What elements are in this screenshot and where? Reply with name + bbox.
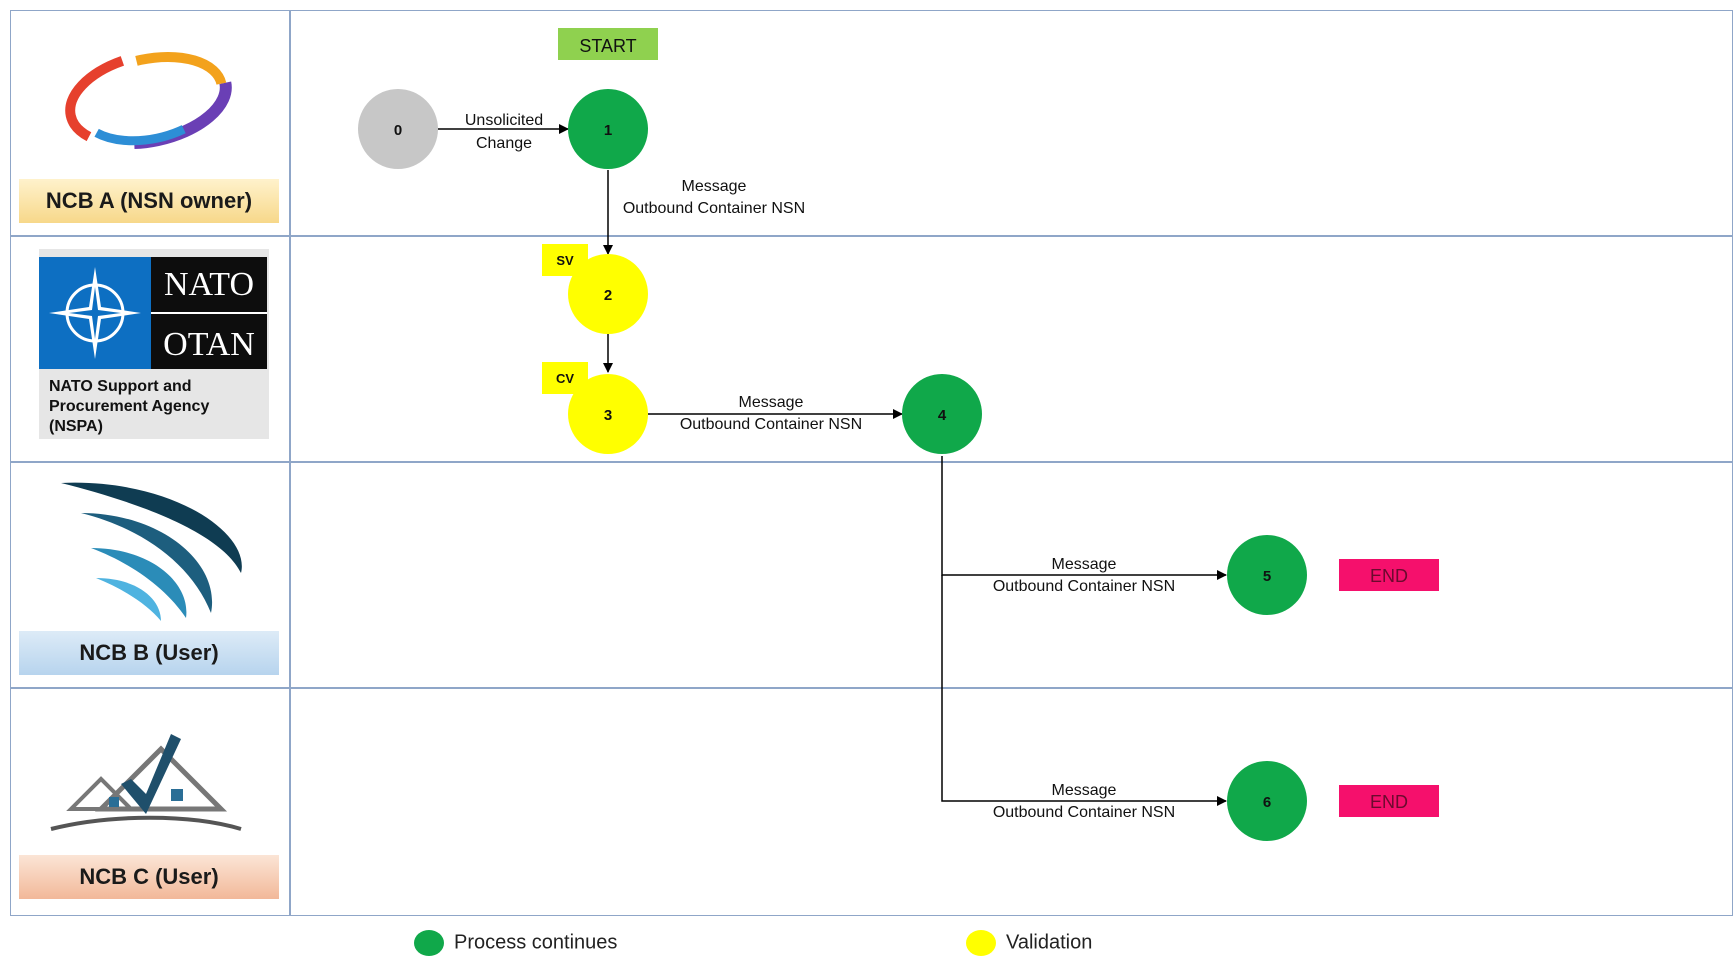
end-badge-5-label: END	[1370, 566, 1408, 586]
lane-ncb-a: NCB A (NSN owner)	[10, 10, 1733, 236]
lane-header-ncb-c: NCB C (User)	[11, 689, 291, 915]
node-4	[902, 374, 982, 454]
node-6	[1227, 761, 1307, 841]
legend-process-label: Process continues	[454, 931, 618, 954]
nato-logo-bottom-text: OTAN	[163, 326, 255, 363]
start-badge	[558, 28, 658, 60]
legend-validation-dot	[966, 930, 996, 956]
end-badge-6	[1339, 785, 1439, 817]
node-3-label: 3	[604, 407, 612, 424]
lane-header-ncb-a: NCB A (NSN owner)	[11, 11, 291, 235]
nato-logo-top-text: NATO	[164, 266, 254, 303]
lane-ncb-c: NCB C (User)	[10, 688, 1733, 916]
start-badge-label: START	[579, 36, 636, 56]
end-badge-6-label: END	[1370, 792, 1408, 812]
edge-3-4-label-line2: Outbound Container NSN	[680, 416, 862, 433]
node-6-label: 6	[1263, 794, 1271, 811]
lane-ncb-b: NCB B (User)	[10, 462, 1733, 688]
lane-header-ncb-b: NCB B (User)	[11, 463, 291, 687]
edge-1-2-label-line2: Outbound Container NSN	[623, 200, 805, 217]
ncb-b-logo	[61, 482, 242, 621]
node-0	[358, 89, 438, 169]
legend-validation-label: Validation	[1006, 931, 1093, 954]
node-0-label: 0	[394, 122, 402, 139]
edge-0-1-label-line2: Change	[476, 135, 532, 152]
legend-process-dot	[414, 930, 444, 956]
edge-4-6-label-line1: Message	[1052, 782, 1117, 799]
node-5-label: 5	[1263, 568, 1271, 585]
legend-validation: Validation	[966, 930, 1092, 956]
lane-label-ncb-c: NCB C (User)	[19, 855, 279, 899]
lane-label-ncb-b: NCB B (User)	[19, 631, 279, 675]
edge-3-4-label-line1: Message	[739, 394, 804, 411]
ncb-c-house-logo	[50, 734, 242, 831]
edge-4-6	[941, 575, 1227, 806]
node-2	[568, 254, 648, 334]
lane-nspa: NATO OTAN NATO Support and Procurement A…	[10, 236, 1733, 462]
cv-badge-label: CV	[556, 371, 574, 386]
nspa-title: NATO Support and Procurement Agency (NSP…	[49, 378, 210, 435]
end-badge-5	[1339, 559, 1439, 591]
node-1	[568, 89, 648, 169]
edge-4-5-label-line2: Outbound Container NSN	[993, 578, 1175, 595]
node-5	[1227, 535, 1307, 615]
edge-1-2-label-line1: Message	[682, 178, 747, 195]
node-3	[568, 374, 648, 454]
ncb-a-logo	[65, 47, 233, 151]
edge-4-5-label-line1: Message	[1052, 556, 1117, 573]
lane-header-nspa: NATO OTAN NATO Support and Procurement A…	[11, 237, 291, 461]
edge-4-6-label-line2: Outbound Container NSN	[993, 804, 1175, 821]
edge-0-1-label-line1: Unsolicited	[465, 112, 543, 129]
nato-logo: NATO OTAN	[39, 257, 267, 369]
node-1-label: 1	[604, 122, 612, 139]
node-4-label: 4	[938, 407, 947, 424]
node-2-label: 2	[604, 287, 612, 304]
legend-process: Process continues	[414, 930, 617, 956]
lane-label-ncb-a: NCB A (NSN owner)	[19, 179, 279, 223]
sv-badge-label: SV	[556, 253, 574, 268]
